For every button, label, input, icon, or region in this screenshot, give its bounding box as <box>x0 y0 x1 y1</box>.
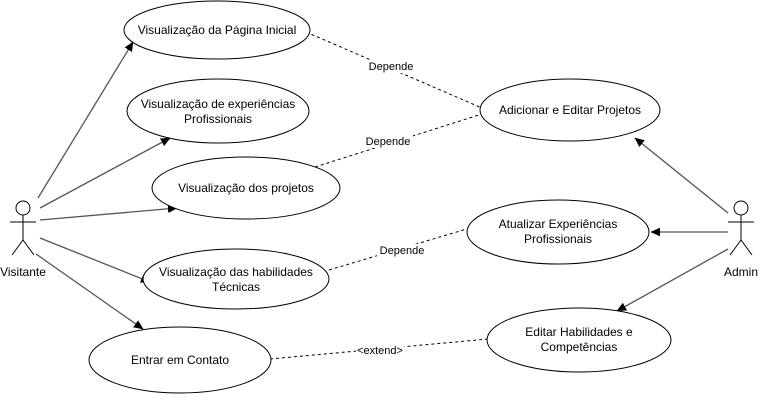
use-case-label-line-1: Visualização de experiências <box>141 97 296 111</box>
actor-visitante[interactable]: Visitante <box>0 200 46 279</box>
relation-label-text: <extend> <box>357 345 403 357</box>
use-case-adicionar-projetos[interactable]: Adicionar e Editar Projetos <box>479 78 661 142</box>
use-case-label: Adicionar e Editar Projetos <box>499 103 641 117</box>
stick-figure-icon <box>10 200 36 256</box>
use-case-experiencias[interactable]: Visualização de experiências Profissiona… <box>126 78 310 144</box>
stick-figure-icon <box>728 200 754 256</box>
use-case-label: Entrar em Contato <box>131 353 229 367</box>
actor-admin[interactable]: Admin <box>724 200 758 279</box>
actor-label: Admin <box>724 265 758 279</box>
actor-label: Visitante <box>0 265 46 279</box>
use-case-label-line-2: Competências <box>541 340 618 354</box>
use-case-label: Visualização da Página Inicial <box>138 23 297 37</box>
use-case-label-line-2: Profissionais <box>524 232 592 246</box>
relation-label-depende-2: Depende <box>363 135 413 148</box>
assoc-admin-adicionar-projetos <box>635 137 729 214</box>
assoc-visitante-projetos <box>39 208 177 221</box>
use-case-editar-habilidades[interactable]: Editar Habilidades e Competências <box>486 307 672 373</box>
use-case-contato[interactable]: Entrar em Contato <box>88 326 272 394</box>
use-case-label-line-1: Atualizar Experiências <box>499 217 618 231</box>
dep-pagina-inicial-adicionar <box>305 31 483 109</box>
assoc-admin-editar-habilidades <box>617 248 729 312</box>
assoc-visitante-experiencias <box>39 137 170 209</box>
use-case-label-line-1: Visualização das habilidades <box>159 265 313 279</box>
relation-label-text: Depende <box>380 245 425 257</box>
use-case-projetos[interactable]: Visualização dos projetos <box>151 156 341 220</box>
use-case-atualizar-experiencias[interactable]: Atualizar Experiências Profissionais <box>466 199 650 265</box>
relation-label-depende-1: Depende <box>366 60 416 73</box>
assoc-visitante-habilidades <box>39 237 150 282</box>
use-case-pagina-inicial[interactable]: Visualização da Página Inicial <box>123 0 311 60</box>
dep-projetos-adicionar <box>314 113 483 168</box>
relation-label-text: Depende <box>369 61 414 73</box>
use-case-label: Visualização dos projetos <box>178 181 314 195</box>
relation-label-extend: <extend> <box>356 344 404 357</box>
assoc-visitante-pagina-inicial <box>37 42 134 199</box>
use-case-label-line-1: Editar Habilidades e <box>525 325 633 339</box>
relation-label-depende-3: Depende <box>377 244 427 257</box>
use-case-label-line-2: Técnicas <box>212 280 260 294</box>
relation-label-text: Depende <box>366 136 411 148</box>
admin-associations <box>617 137 729 312</box>
visitante-associations <box>35 42 177 330</box>
use-case-label-line-2: Profissionais <box>184 112 252 126</box>
assoc-visitante-contato <box>35 253 143 330</box>
use-case-habilidades[interactable]: Visualização das habilidades Técnicas <box>142 248 330 310</box>
